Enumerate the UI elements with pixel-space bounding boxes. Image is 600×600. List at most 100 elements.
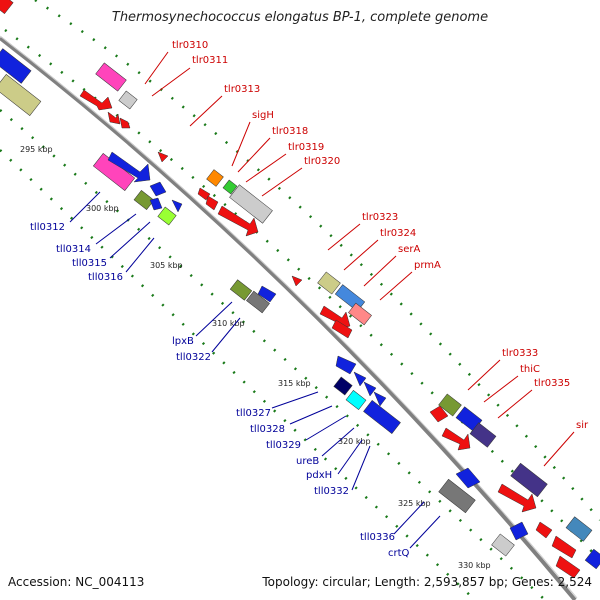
genome-backbone — [0, 36, 577, 600]
kbp-label: 305 kbp — [150, 261, 183, 270]
gene-tlr0311[interactable] — [118, 90, 138, 110]
gene-tll0329[interactable] — [345, 389, 367, 411]
gene-label-tlr0320[interactable]: tlr0320 — [304, 156, 340, 167]
gene-sir[interactable] — [510, 462, 548, 498]
gene-tll0336b[interactable] — [455, 467, 481, 489]
gene-label-prmA[interactable]: prmA — [414, 260, 441, 271]
reverse-connectors — [69, 191, 441, 549]
gene-tll0316b[interactable] — [171, 199, 183, 213]
gene-label-serA[interactable]: serA — [398, 244, 420, 255]
gene-label-tll0314[interactable]: tll0314 — [56, 244, 91, 255]
kbp-label: 325 kbp — [398, 499, 431, 508]
gene-crtQ-b[interactable] — [509, 521, 529, 541]
gene-block[interactable] — [0, 0, 14, 15]
gene-tll0322[interactable] — [246, 290, 270, 314]
gene-block-left-olive[interactable] — [0, 74, 42, 116]
gene-label-tlr0319[interactable]: tlr0319 — [288, 142, 324, 153]
gene-red-edge-b[interactable] — [551, 535, 577, 559]
gene-label-tll0312[interactable]: tll0312 — [30, 222, 65, 233]
gene-label-crtQ[interactable]: crtQ — [388, 548, 410, 559]
gene-lpxB[interactable] — [229, 279, 253, 301]
gene-red-edge-c[interactable] — [555, 555, 581, 579]
gene-label-tll0329[interactable]: tll0329 — [266, 440, 301, 451]
gene-label-tlr0310[interactable]: tlr0310 — [172, 40, 208, 51]
gene-label-tlr0323[interactable]: tlr0323 — [362, 212, 398, 223]
gene-label-pdxH[interactable]: pdxH — [306, 470, 332, 481]
gene-blue-edge[interactable] — [565, 516, 593, 542]
gene-label-sir[interactable]: sir — [576, 420, 589, 431]
gene-tlr0313b[interactable] — [119, 117, 131, 129]
gene-tlr0310b[interactable] — [79, 89, 113, 111]
kbp-label: 310 kbp — [212, 319, 245, 328]
gene-small-red[interactable] — [291, 275, 303, 287]
gene-label-tll0336[interactable]: tll0336 — [360, 532, 395, 543]
gene-tlr0335[interactable] — [469, 422, 497, 448]
gene-edge-blue[interactable] — [584, 548, 600, 570]
gene-red-edge[interactable] — [535, 521, 553, 539]
gene-label-tll0316[interactable]: tll0316 — [88, 272, 123, 283]
gene-tll0314[interactable] — [133, 189, 155, 211]
forward-genes — [0, 0, 593, 579]
gene-tlr0320b[interactable] — [217, 205, 259, 237]
gene-label-tlr0333[interactable]: tlr0333 — [502, 348, 538, 359]
gene-tll0312b[interactable] — [107, 151, 151, 183]
gene-label-thiC[interactable]: thiC — [520, 364, 540, 375]
gene-label-tll0332[interactable]: tll0332 — [314, 486, 349, 497]
gene-tll0336[interactable] — [438, 478, 476, 514]
kbp-label: 320 kbp — [338, 437, 371, 446]
kbp-labels: 295 kbp 300 kbp 305 kbp 310 kbp 315 kbp … — [20, 145, 491, 570]
kbp-label: 315 kbp — [278, 379, 311, 388]
gene-tll0316[interactable] — [157, 206, 177, 226]
gene-tll0332b[interactable] — [363, 400, 401, 434]
gene-sigH[interactable] — [157, 151, 169, 163]
kbp-label: 300 kbp — [86, 204, 119, 213]
genome-backbone-highlight — [0, 35, 578, 599]
gene-tll0328[interactable] — [333, 376, 353, 396]
gene-pdxH[interactable] — [363, 381, 377, 397]
gene-block-left-blue[interactable] — [0, 48, 32, 84]
gene-sir-b[interactable] — [497, 483, 537, 513]
gene-tll0315[interactable] — [149, 181, 167, 197]
gene-tlr0323[interactable] — [317, 271, 341, 295]
genome-summary-text: Topology: circular; Length: 2,593,857 bp… — [262, 575, 592, 589]
gene-label-tll0322[interactable]: tll0322 — [176, 352, 211, 363]
kbp-label: 295 kbp — [20, 145, 53, 154]
gene-tlr0333[interactable] — [438, 393, 462, 417]
gene-ureB[interactable] — [353, 371, 367, 387]
gene-label-tlr0335[interactable]: tlr0335 — [534, 378, 570, 389]
inner-track-1 — [0, 109, 546, 600]
gene-tlr0319b[interactable] — [205, 195, 219, 211]
gene-tlr0318b[interactable] — [197, 187, 211, 201]
gene-tll0332[interactable] — [373, 391, 387, 407]
gene-label-sigH[interactable]: sigH — [252, 110, 274, 121]
gene-label-lpxB[interactable]: lpxB — [172, 336, 194, 347]
outer-track-1 — [4, 28, 600, 561]
gene-thiC-b[interactable] — [429, 405, 449, 423]
gene-label-tll0315[interactable]: tll0315 — [72, 258, 107, 269]
gene-label-tlr0324[interactable]: tlr0324 — [380, 228, 416, 239]
gene-tll0322b[interactable] — [257, 285, 277, 303]
gene-tll0327[interactable] — [335, 355, 357, 375]
map-title: Thermosynechococcus elongatus BP-1, comp… — [111, 10, 489, 25]
reverse-gene-labels: tll0312 tll0314 tll0315 tll0316 lpxB tll… — [30, 222, 410, 559]
gene-tlr0319[interactable] — [222, 179, 238, 195]
gene-label-tll0327[interactable]: tll0327 — [236, 408, 271, 419]
gene-tll0315b[interactable] — [149, 197, 163, 211]
gene-serA[interactable] — [348, 302, 372, 326]
gene-label-tlr0311[interactable]: tlr0311 — [192, 55, 228, 66]
gene-label-tlr0318[interactable]: tlr0318 — [272, 126, 308, 137]
gene-tlr0313[interactable] — [107, 111, 121, 125]
gene-label-ureB[interactable]: ureB — [296, 456, 319, 467]
gene-label-tll0328[interactable]: tll0328 — [250, 424, 285, 435]
gene-tlr0318[interactable] — [206, 169, 224, 187]
kbp-label: 330 kbp — [458, 561, 491, 570]
forward-gene-labels: tlr0310 tlr0311 tlr0313 sigH tlr0318 tlr… — [172, 40, 589, 431]
gene-crtQ[interactable] — [491, 533, 515, 557]
gene-label-tlr0313[interactable]: tlr0313 — [224, 84, 260, 95]
gene-tlr0310[interactable] — [95, 62, 127, 92]
gene-prmA-b[interactable] — [331, 319, 353, 339]
gene-tlr0320[interactable] — [229, 184, 273, 224]
gene-tlr0335-b[interactable] — [441, 427, 471, 451]
